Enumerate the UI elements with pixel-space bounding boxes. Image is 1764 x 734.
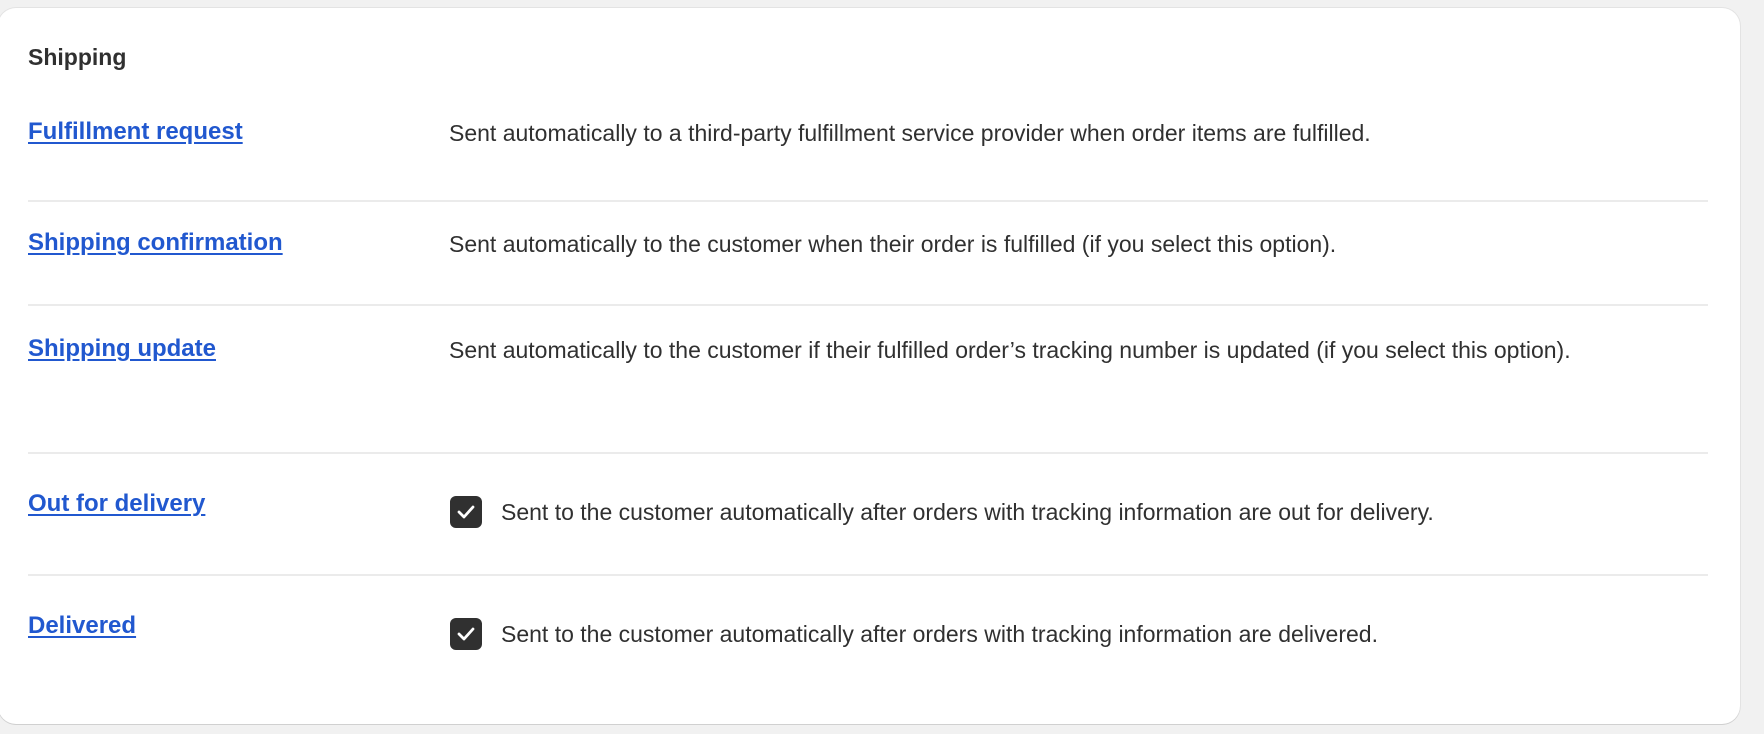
checkmark-icon [457,505,475,519]
checkmark-icon [457,627,475,641]
shipping-card: Shipping Fulfillment request Sent automa… [0,8,1740,724]
row-description: Sent automatically to the customer if th… [449,337,1571,363]
delivered-checkbox[interactable] [450,618,482,650]
out-for-delivery-link[interactable]: Out for delivery [28,490,206,517]
shipping-update-link[interactable]: Shipping update [28,335,216,362]
fulfillment-request-link[interactable]: Fulfillment request [28,118,243,145]
row-description: Sent to the customer automatically after… [501,499,1434,525]
row-description: Sent automatically to a third-party fulf… [449,120,1371,146]
shipping-confirmation-link[interactable]: Shipping confirmation [28,229,283,256]
notification-row-delivered: Delivered Sent to the customer automatic… [28,576,1708,696]
section-title: Shipping [28,44,127,70]
out-for-delivery-checkbox[interactable] [450,496,482,528]
notification-row-shipping-update: Shipping update Sent automatically to th… [28,306,1708,454]
row-description: Sent automatically to the customer when … [449,231,1337,257]
delivered-link[interactable]: Delivered [28,612,137,639]
notification-row-fulfillment-request: Fulfillment request Sent automatically t… [28,114,1708,202]
row-description: Sent to the customer automatically after… [501,621,1378,647]
notification-row-out-for-delivery: Out for delivery Sent to the customer au… [28,454,1708,576]
notification-row-shipping-confirmation: Shipping confirmation Sent automatically… [28,200,1708,306]
